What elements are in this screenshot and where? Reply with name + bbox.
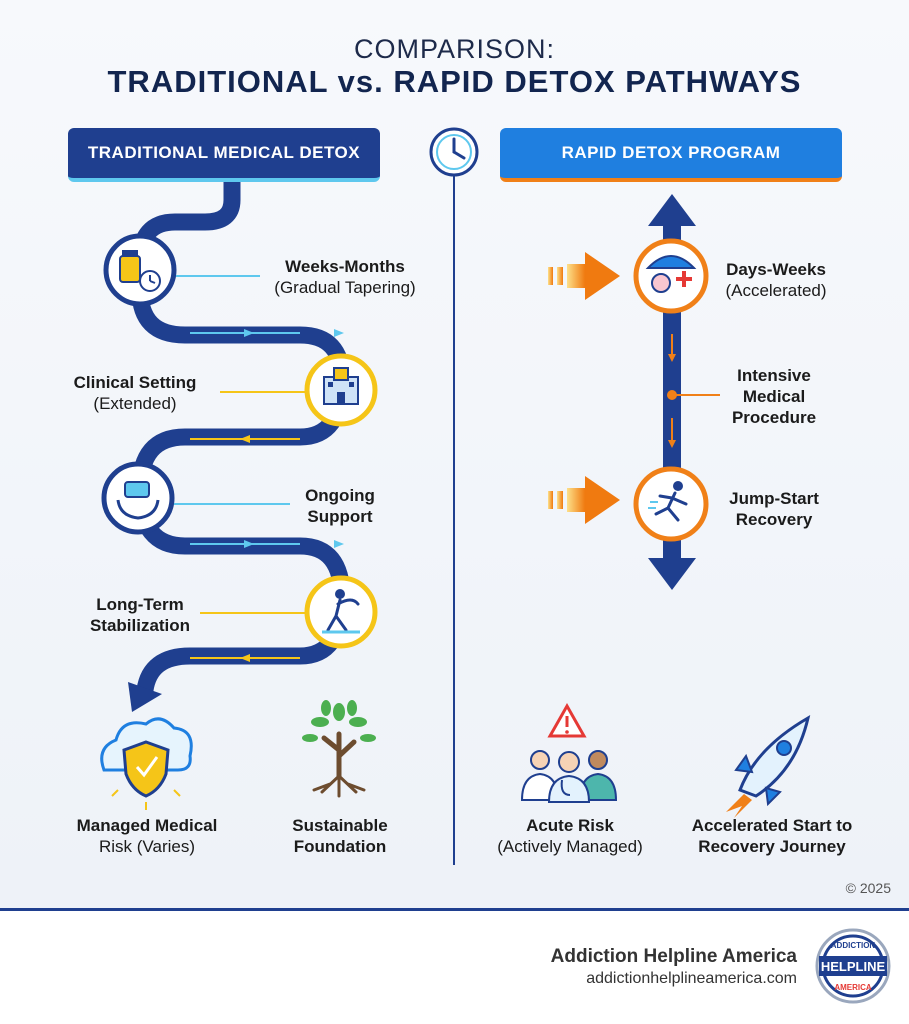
medication-clock-icon <box>103 233 177 307</box>
left-outcome-1: Managed Medical Risk (Varies) <box>62 815 232 857</box>
left-step-1-label: Weeks-Months <box>285 257 405 276</box>
push-arrow-1 <box>548 252 620 300</box>
right-step-3: Jump-Start Recovery <box>716 488 832 530</box>
left-step-1-sub: (Gradual Tapering) <box>274 278 416 297</box>
traditional-header: TRADITIONAL MEDICAL DETOX <box>68 128 380 182</box>
rapid-header: RAPID DETOX PROGRAM <box>500 128 842 182</box>
svg-text:ADDICTION: ADDICTION <box>831 941 876 950</box>
right-outcome-2-sub: Recovery Journey <box>698 837 846 856</box>
footer-divider <box>0 908 909 911</box>
dot-marker-icon <box>667 390 720 400</box>
left-step-4: Long-Term Stabilization <box>70 594 210 636</box>
left-step-3-label: Ongoing <box>305 486 375 505</box>
rapid-arrow-up <box>648 194 696 226</box>
running-person-icon <box>633 466 709 542</box>
umbrella-brain-icon <box>633 238 709 314</box>
right-outcome-2-label: Accelerated Start to <box>691 816 853 835</box>
left-step-3-sub: Support <box>307 507 373 526</box>
traditional-path-arrowhead <box>128 682 162 712</box>
right-outcome-2: Accelerated Start to Recovery Journey <box>680 815 864 857</box>
left-step-2-sub: (Extended) <box>93 394 177 413</box>
right-step-1-label: Days-Weeks <box>726 260 826 279</box>
left-outcome-1-label: Managed Medical <box>76 816 218 835</box>
left-step-4-label: Long-Term <box>96 595 184 614</box>
left-step-1: Weeks-Months (Gradual Tapering) <box>260 256 430 298</box>
right-step-1: Days-Weeks (Accelerated) <box>713 259 839 301</box>
svg-text:HELPLINE: HELPLINE <box>821 959 886 974</box>
right-step-3-label: Jump-Start <box>729 489 819 508</box>
helpline-logo: HELPLINE ADDICTION AMERICA <box>815 928 891 1004</box>
clock-icon <box>429 127 479 177</box>
left-outcome-2-label: Sustainable <box>292 816 388 835</box>
right-step-1-sub: (Accelerated) <box>725 281 827 300</box>
left-outcome-2-sub: Foundation <box>293 837 387 856</box>
right-step-2-label: Intensive <box>737 366 811 385</box>
right-step-3-sub: Recovery <box>735 510 813 529</box>
footer-brand: Addiction Helpline America addictionhelp… <box>551 946 797 988</box>
left-outcome-1-sub: Risk (Varies) <box>98 837 196 856</box>
medical-team-warning-icon <box>520 702 618 803</box>
brand-name: Addiction Helpline America <box>550 946 797 967</box>
svg-text:AMERICA: AMERICA <box>834 983 872 992</box>
left-step-2: Clinical Setting (Extended) <box>60 372 210 414</box>
right-step-2-sub2: Procedure <box>731 408 817 427</box>
rapid-arrow-down <box>648 558 696 590</box>
title-line-1: COMPARISON: <box>353 34 555 64</box>
right-outcome-1-sub: (Actively Managed) <box>497 837 643 856</box>
left-step-2-label: Clinical Setting <box>73 373 197 392</box>
hospital-icon <box>304 353 378 427</box>
shield-cloud-icon <box>100 717 193 810</box>
brand-url[interactable]: addictionhelplineamerica.com <box>586 970 797 987</box>
right-outcome-1-label: Acute Risk <box>526 816 614 835</box>
support-hands-icon <box>101 461 175 535</box>
push-arrow-2 <box>548 476 620 524</box>
left-outcome-2: Sustainable Foundation <box>270 815 410 857</box>
left-step-4-sub: Stabilization <box>89 616 191 635</box>
right-step-2: Intensive Medical Procedure <box>716 365 832 428</box>
right-outcome-1: Acute Risk (Actively Managed) <box>480 815 660 857</box>
rocket-icon <box>726 714 811 818</box>
title-line-2: TRADITIONAL vs. RAPID DETOX PATHWAYS <box>107 64 802 99</box>
tree-roots-icon <box>302 700 376 798</box>
left-step-3: Ongoing Support <box>290 485 390 527</box>
stretching-person-icon <box>304 575 378 649</box>
copyright: © 2025 <box>845 880 891 896</box>
right-step-2-sub: Medical <box>742 387 806 406</box>
